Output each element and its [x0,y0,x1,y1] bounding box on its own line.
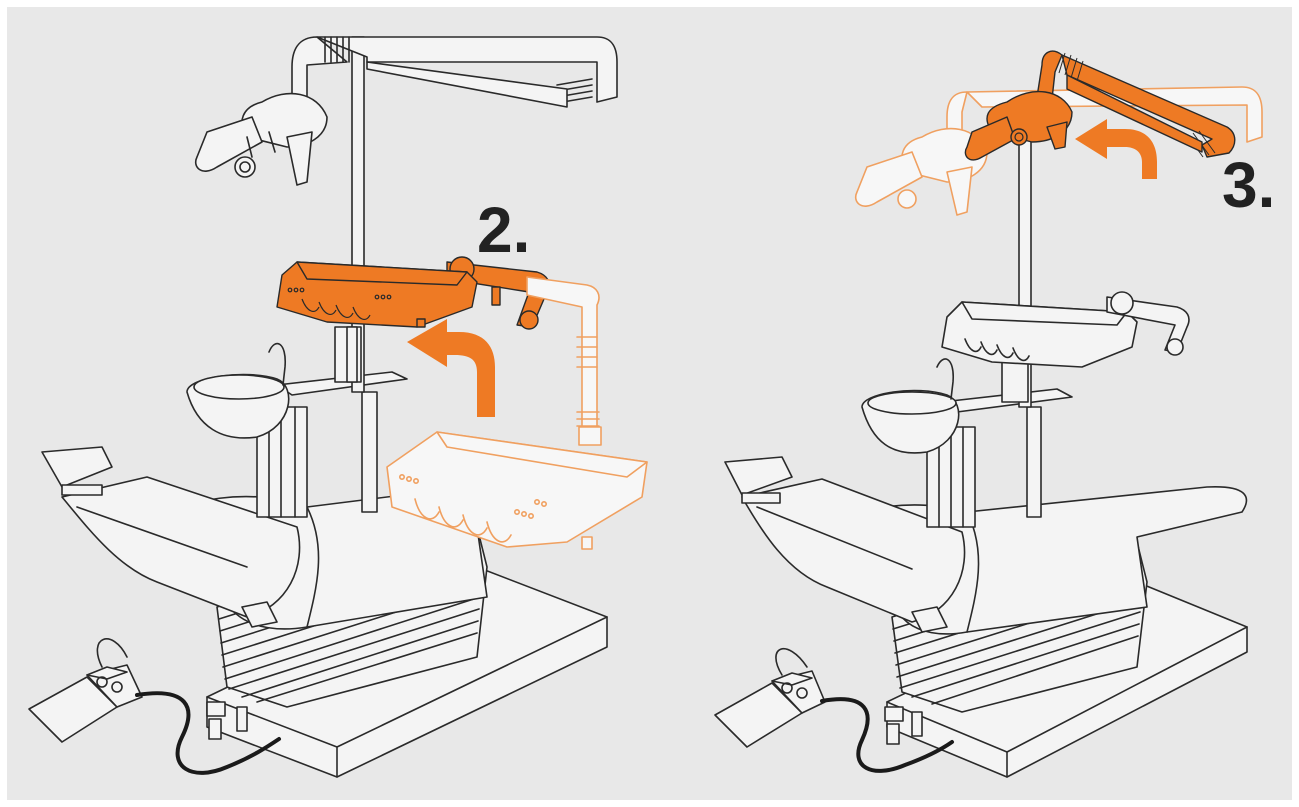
instrument-tray-right [942,292,1189,367]
left-panel-step-2: 2. [29,37,647,777]
right-panel-step-3: 3. [715,51,1275,777]
operating-lamp-left [196,94,327,185]
operating-lamp-ghost [856,129,987,215]
spittoon-column-left [187,344,407,517]
foot-control-right [715,649,825,747]
spittoon-column-right [862,359,1072,527]
dental-unit-diagram: 2. [7,7,1292,800]
step-label-3: 3. [1222,149,1275,221]
headrest-left [42,447,112,487]
illustration-canvas: 2. [7,7,1292,800]
foot-control-left [29,639,142,742]
step-label-2: 2. [477,194,530,266]
move-arrow-step-3 [1075,119,1157,179]
move-arrow-step-2 [407,319,495,417]
instrument-tray-orange [277,262,477,327]
light-post-right [1002,137,1031,407]
